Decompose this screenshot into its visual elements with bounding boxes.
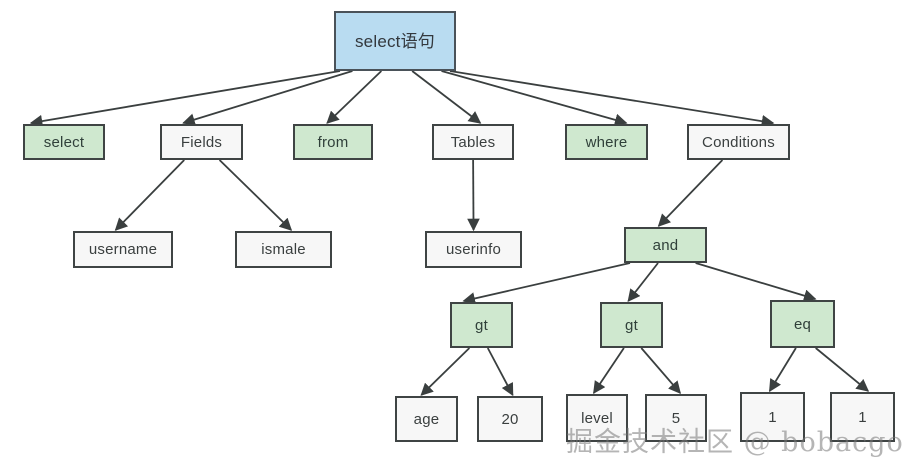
node-label: username <box>88 241 158 258</box>
edge-fields-to-username <box>114 159 185 231</box>
node-eq[interactable]: eq <box>770 300 835 348</box>
node-one_a[interactable]: 1 <box>740 392 805 442</box>
node-label: and <box>652 236 679 254</box>
node-label: from <box>317 133 349 151</box>
node-label: age <box>413 410 440 428</box>
node-label: gt <box>625 316 638 334</box>
node-age[interactable]: age <box>395 396 458 442</box>
edge-and-to-eq <box>695 262 817 302</box>
edge-root-to-from <box>326 70 382 124</box>
node-gt1[interactable]: gt <box>450 302 513 348</box>
edge-and-to-gt2 <box>627 262 659 302</box>
node-select[interactable]: select <box>23 124 105 160</box>
edge-fields-to-ismale <box>218 159 293 231</box>
node-one_b[interactable]: 1 <box>830 392 895 442</box>
edge-root-to-fields <box>182 70 353 126</box>
edge-conditions-to-and <box>657 159 724 227</box>
edge-eq-to-one_a <box>768 347 797 393</box>
node-label: Fields <box>180 133 223 151</box>
node-five[interactable]: 5 <box>645 394 707 442</box>
node-label: eq <box>793 315 812 333</box>
node-label: Conditions <box>702 133 775 151</box>
node-label: 20 <box>501 410 519 428</box>
edge-root-to-tables <box>411 70 482 124</box>
edge-and-to-gt1 <box>462 262 631 305</box>
node-label: level <box>581 409 613 427</box>
node-label: where <box>585 133 628 151</box>
node-label: userinfo <box>446 241 501 258</box>
node-label: select <box>43 133 85 151</box>
node-username[interactable]: username <box>73 231 173 268</box>
node-tables[interactable]: Tables <box>432 124 514 160</box>
node-label: 5 <box>671 409 681 427</box>
edge-root-to-select <box>29 70 341 128</box>
node-root[interactable]: select语句 <box>334 11 456 71</box>
edge-root-to-where <box>441 70 628 126</box>
node-twenty[interactable]: 20 <box>477 396 543 442</box>
node-gt2[interactable]: gt <box>600 302 663 348</box>
node-from[interactable]: from <box>293 124 373 160</box>
node-fields[interactable]: Fields <box>160 124 243 160</box>
node-label: ismale <box>261 241 306 258</box>
node-and[interactable]: and <box>624 227 707 263</box>
node-conditions[interactable]: Conditions <box>687 124 790 160</box>
node-level[interactable]: level <box>566 394 628 442</box>
node-ismale[interactable]: ismale <box>235 231 332 268</box>
edge-gt2-to-five <box>640 347 681 394</box>
node-label: Tables <box>450 133 496 151</box>
edge-root-to-conditions <box>449 70 775 128</box>
node-label: gt <box>475 316 488 334</box>
node-label: select语句 <box>354 31 435 51</box>
edge-eq-to-one_b <box>815 347 870 392</box>
node-label: 1 <box>768 408 777 426</box>
node-userinfo[interactable]: userinfo <box>425 231 522 268</box>
edge-gt2-to-level <box>593 347 625 395</box>
node-label: 1 <box>858 408 867 426</box>
edge-gt1-to-age <box>420 347 471 396</box>
node-where[interactable]: where <box>565 124 648 160</box>
edge-gt1-to-twenty <box>486 347 514 397</box>
